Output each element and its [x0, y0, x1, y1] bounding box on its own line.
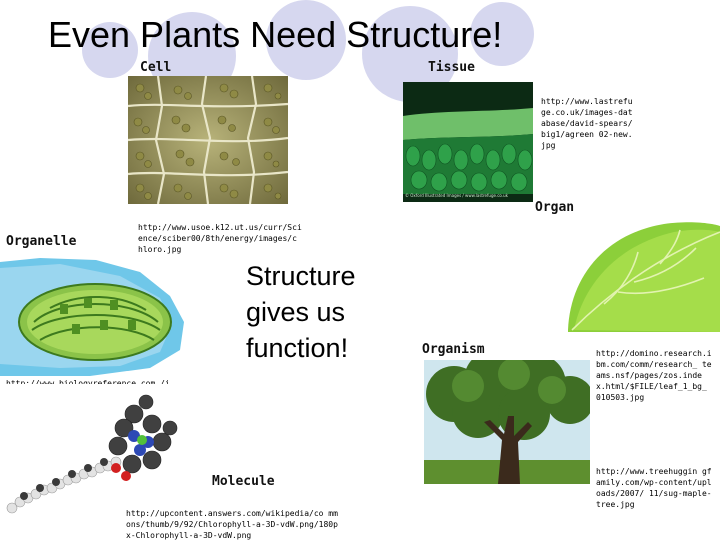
molecule-source-url: http://upcontent.answers.com/wikipedia/c…: [126, 509, 338, 540]
tissue-image: © Oxford Illustrated Images / www.lastre…: [403, 82, 533, 202]
tissue-source-url: http://www.lastrefu ge.co.uk/images-data…: [541, 97, 633, 150]
center-statement: Structure gives us function!: [246, 261, 356, 363]
photo-caption: © Oxford Illustrated Images / www.lastre…: [405, 193, 508, 198]
label-tissue: Tissue: [428, 60, 475, 75]
bg-circle: [82, 22, 138, 78]
cell-image: [128, 76, 288, 204]
organ-source-url: http://domino.research.i bm.com/comm/res…: [596, 349, 712, 402]
organelle-image: [0, 258, 184, 376]
organ-image: [564, 218, 720, 332]
label-organism: Organism: [422, 342, 485, 357]
bg-circle: [266, 0, 346, 80]
molecule-image: [4, 384, 184, 514]
label-cell: Cell: [140, 60, 172, 75]
organelle-chloro-url: http://www.usoe.k12.ut.us/curr/Sci ence/…: [138, 223, 302, 254]
bg-circle: [470, 2, 534, 66]
organism-image: [424, 360, 590, 484]
organism-source-url: http://www.treehuggin gfamily.com/wp-con…: [596, 467, 712, 509]
label-molecule: Molecule: [212, 474, 275, 489]
label-organ: Organ: [535, 200, 575, 215]
page-title: Even Plants Need Structure!: [48, 14, 503, 55]
label-organelle: Organelle: [6, 234, 77, 249]
